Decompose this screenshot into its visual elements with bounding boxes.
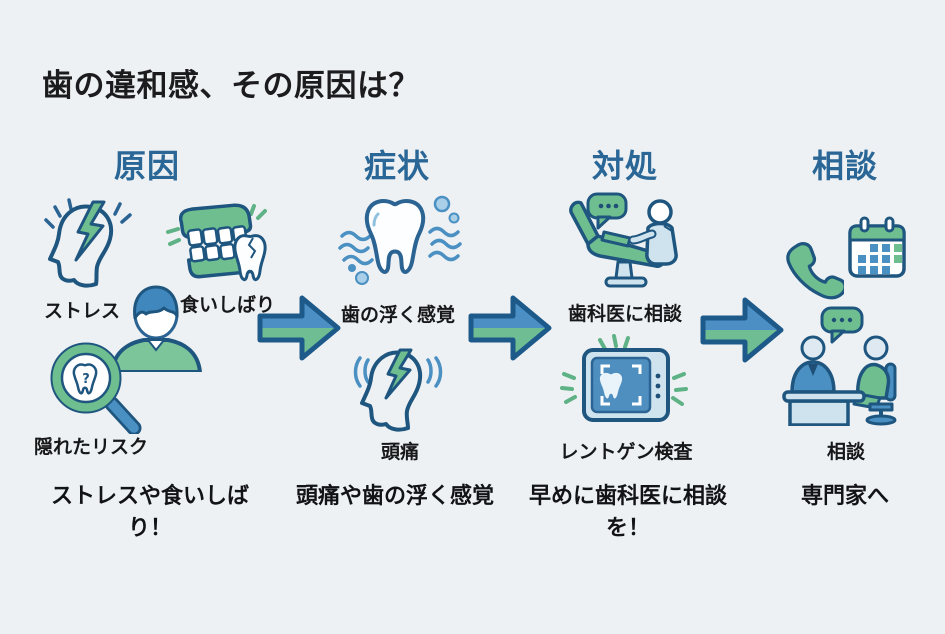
flow-arrow-1 <box>257 295 341 361</box>
stress-head-icon <box>44 198 132 288</box>
label-consultation: 相談 <box>826 441 865 463</box>
headache-icon <box>353 348 443 432</box>
caption-response: 早めに歯科医に相談を！ <box>528 484 727 541</box>
column-header-consult: 相談 <box>811 147 878 185</box>
caption-cause: ストレスや食いしばり！ <box>50 484 249 541</box>
flow-arrow-2 <box>468 295 552 361</box>
consultation-desk-icon <box>782 306 897 426</box>
label-see-dentist: 歯科医に相談 <box>567 303 682 325</box>
flow-arrow-3 <box>700 297 784 363</box>
column-header-cause: 原因 <box>113 147 180 185</box>
question-mark: ? <box>82 372 90 387</box>
main-title: 歯の違和感、その原因は？ <box>42 68 420 104</box>
caption-symptom: 頭痛や歯の浮く感覚 <box>295 484 494 509</box>
label-xray-exam: レントゲン検査 <box>559 441 693 463</box>
label-clenching: 食いしばり <box>179 294 275 316</box>
floating-tooth-icon <box>338 195 462 285</box>
column-header-symptom: 症状 <box>363 147 430 185</box>
phone-icon <box>786 242 844 300</box>
column-header-response: 対処 <box>591 147 658 185</box>
clenching-teeth-icon <box>166 203 267 282</box>
xray-icon <box>560 334 688 422</box>
person-icon <box>110 285 202 372</box>
label-floating-tooth: 歯の浮く感覚 <box>340 304 455 326</box>
dentist-chair-icon <box>569 192 678 288</box>
calendar-icon <box>848 216 906 278</box>
magnifier-tooth-icon: ? <box>50 342 142 434</box>
label-stress: ストレス <box>43 300 120 322</box>
caption-consult: 専門家へ <box>800 484 889 509</box>
label-hidden-risk: 隠れたリスク <box>33 436 148 458</box>
label-headache: 頭痛 <box>380 441 419 463</box>
